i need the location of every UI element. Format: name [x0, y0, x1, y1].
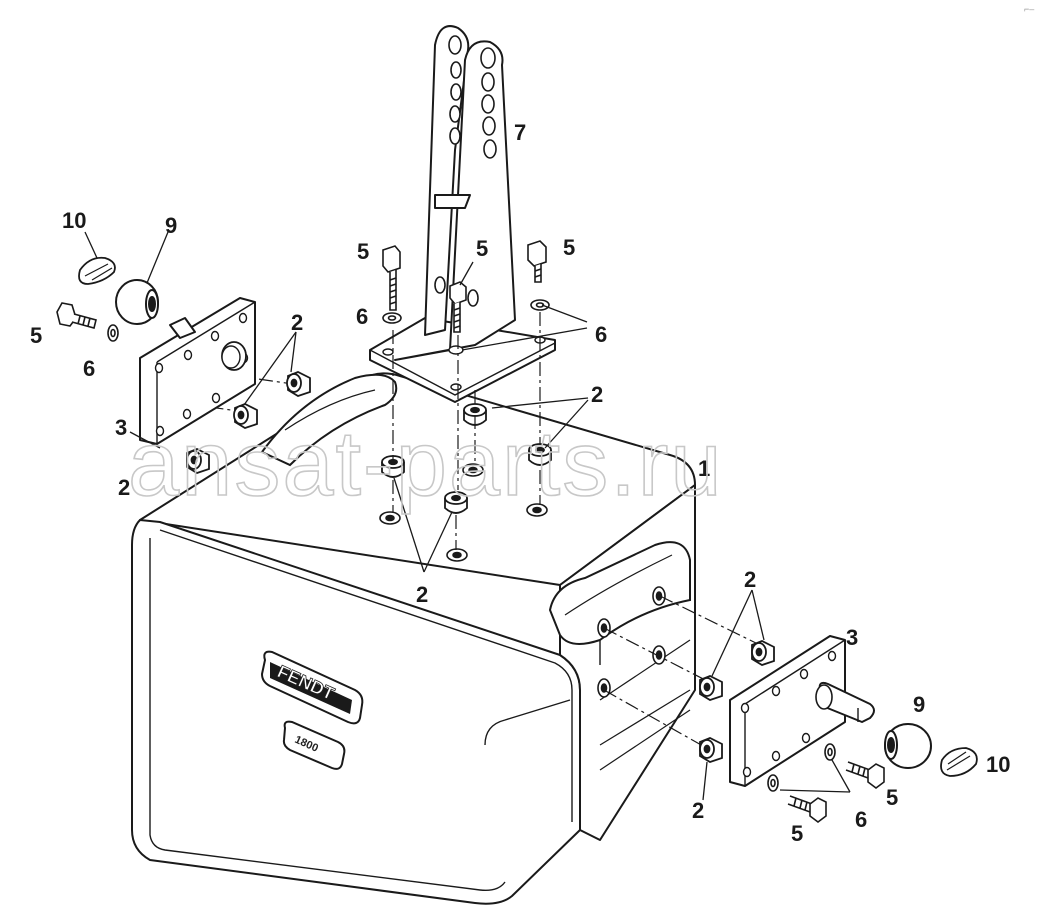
leader-lines [84, 231, 851, 801]
callout-1: 1 [698, 456, 710, 481]
callout-2-right-top: 2 [744, 567, 756, 592]
callout-5-top-mid: 5 [476, 236, 488, 261]
right-ball [884, 723, 932, 769]
callout-6-right: 6 [855, 807, 867, 832]
model-badge: 1800 [282, 720, 346, 770]
top-bolts [382, 240, 550, 333]
side-handle-right [548, 541, 691, 665]
callout-6-top-left: 6 [356, 304, 368, 329]
right-clip [940, 747, 978, 777]
left-bolt [56, 302, 119, 342]
top-mounting-holes [379, 463, 548, 562]
callout-2-left-top: 2 [291, 310, 303, 335]
side-mounting-holes [597, 586, 666, 698]
right-bolts [767, 743, 885, 823]
callout-5-right-a: 5 [886, 785, 898, 810]
left-side-plate [139, 297, 256, 445]
left-spacers [186, 371, 311, 474]
callout-5-top-left: 5 [357, 239, 369, 264]
callout-9-left: 9 [165, 213, 177, 238]
callout-labels: 10 9 5 6 3 2 2 7 5 5 5 6 6 2 1 2 2 3 9 1… [30, 120, 1010, 846]
callout-7: 7 [514, 120, 526, 145]
callout-5-left: 5 [30, 323, 42, 348]
callout-6-top-right: 6 [595, 322, 607, 347]
callout-10-left: 10 [62, 208, 86, 233]
left-clip [78, 256, 116, 285]
right-spacers [699, 640, 775, 763]
callout-9-right: 9 [913, 692, 925, 717]
callout-10-right: 10 [986, 752, 1010, 777]
callout-2-center-bottom: 2 [416, 582, 428, 607]
callout-5-right-b: 5 [791, 821, 803, 846]
callout-5-top-right: 5 [563, 235, 575, 260]
tower-bracket [369, 25, 556, 403]
callout-3-left: 3 [115, 415, 127, 440]
callout-2-left-bottom: 2 [118, 475, 130, 500]
callout-3-right: 3 [846, 625, 858, 650]
left-ball [115, 279, 159, 325]
right-side-plate [729, 635, 875, 787]
brand-logo-plate: FENDT [260, 650, 364, 725]
corner-mark: ⌐– [1024, 4, 1034, 14]
watermark-text: ansat-parts.ru [128, 413, 724, 515]
top-handle-left [260, 373, 398, 467]
callout-2-center-right: 2 [591, 382, 603, 407]
callout-2-right-bottom: 2 [692, 798, 704, 823]
callout-6-left: 6 [83, 356, 95, 381]
